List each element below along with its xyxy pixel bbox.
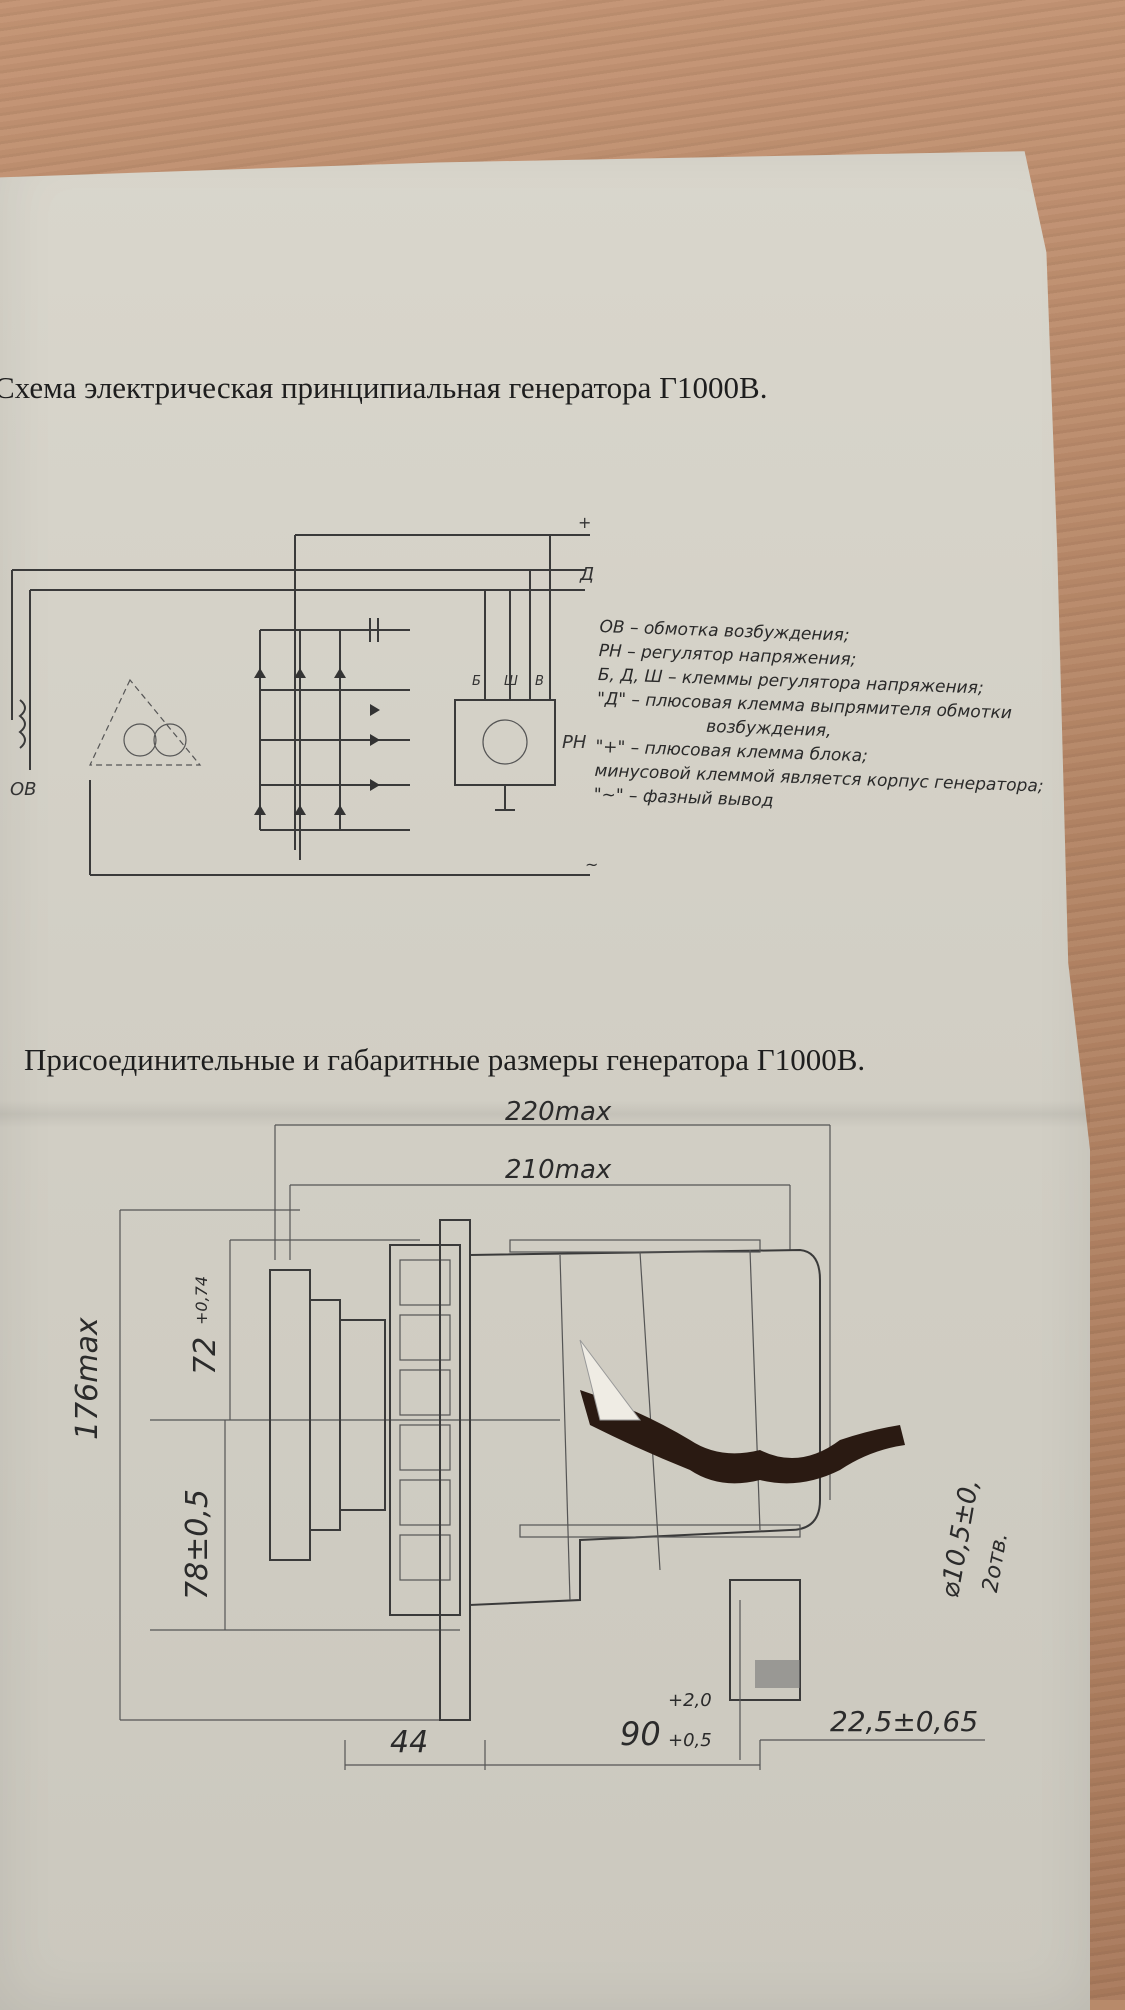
dim-44: 44 (390, 1725, 429, 1760)
dim-78: 78±0,5 (180, 1488, 215, 1600)
dim-176max: 176max (70, 1317, 105, 1440)
dim-90: 90 (620, 1715, 661, 1753)
v-label: В (535, 674, 544, 689)
dim-22-5: 22,5±0,65 (830, 1705, 979, 1738)
dimensions-title: Присоединительные и габаритные размеры г… (24, 1042, 866, 1077)
paper-sheet (0, 151, 1090, 2010)
schematic-title: Схема электрическая принципиальная генер… (0, 370, 768, 405)
plus-terminal-label: + (578, 513, 591, 532)
d-terminal-label: Д (579, 564, 594, 585)
ov-label: ОВ (10, 779, 37, 800)
dim-90-upper: +2,0 (668, 1690, 712, 1711)
dim-210max: 210max (505, 1155, 612, 1185)
dim-220max: 220max (505, 1097, 612, 1127)
dim-90-lower: +0,5 (668, 1730, 712, 1751)
sh-label: Ш (504, 674, 518, 689)
phase-label: ~ (585, 855, 598, 874)
rn-label: РН (562, 732, 587, 753)
dim-72: 72 (188, 1336, 223, 1375)
dim-72-tolerance: +0,74 (192, 1275, 211, 1325)
b-label: Б (472, 674, 481, 689)
paper-fold (0, 1100, 1090, 1128)
